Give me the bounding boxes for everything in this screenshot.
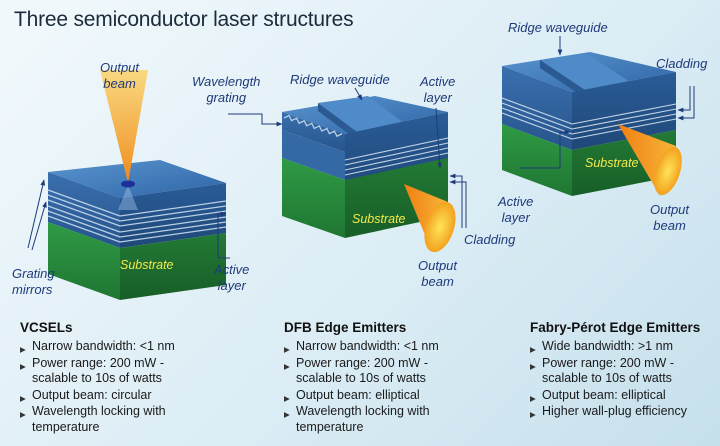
dfb-cladding-arrow-2 [449, 179, 467, 228]
fp-cladding-arrow-2 [677, 86, 695, 121]
dfb-heading: DFB Edge Emitters [284, 320, 407, 335]
fp-active-arrow [520, 129, 571, 169]
vcsel-active-layer-label: Active layer [214, 262, 250, 293]
page-title: Three semiconductor laser structures [14, 8, 354, 31]
dfb-substrate-label: Substrate [352, 212, 406, 226]
vcsel-heading: VCSELs [20, 320, 73, 335]
fp-side-face [572, 72, 676, 150]
vcsel-grating-mirrors-label: Grating mirrors [12, 266, 55, 297]
vcsel-output-beam [100, 70, 148, 183]
dfb-active-layer-label: Active layer [420, 74, 456, 105]
vcsel-top-face [48, 160, 226, 198]
fp-front-face [502, 66, 572, 150]
vcsel-substrate-front [48, 222, 120, 300]
vcsel-spec-column: VCSELs Narrow bandwidth: <1 nm Power ran… [20, 320, 175, 436]
dfb-ridge-waveguide-label: Ridge waveguide [290, 72, 390, 87]
dfb-front-upper [282, 112, 345, 152]
list-item: Higher wall-plug efficiency [530, 404, 700, 422]
fp-beam-end [654, 146, 682, 196]
list-item: Output beam: elliptical [284, 388, 439, 406]
dfb-grating-arrow [228, 113, 283, 127]
list-item: Narrow bandwidth: <1 nm [284, 339, 439, 357]
dfb-substrate-front [282, 158, 345, 238]
dfb-active-arrow [435, 107, 443, 169]
dfb-block [281, 96, 456, 253]
fp-cladding-arrow-1 [677, 86, 691, 113]
fp-substrate-label: Substrate [585, 156, 639, 170]
list-item: Output beam: elliptical [530, 388, 700, 406]
vcsel-beam-glow [118, 185, 138, 210]
dfb-wavelength-grating-label: Wavelength grating [192, 74, 261, 105]
dfb-cladding-arrow-1 [449, 173, 463, 228]
fp-block [501, 52, 682, 196]
dfb-ridge-arrow [354, 87, 363, 101]
dfb-wavelength-grating [283, 114, 343, 138]
dfb-spec-list: Narrow bandwidth: <1 nm Power range: 200… [284, 339, 439, 435]
vcsel-mirror-arrow-2 [31, 201, 47, 251]
vcsel-side-layers [120, 183, 226, 248]
vcsel-aperture [121, 180, 135, 188]
vcsel-active-arrow [217, 211, 230, 259]
fp-spec-list: Wide bandwidth: >1 nm Power range: 200 m… [530, 339, 700, 422]
vcsel-output-beam-label: Output beam [100, 60, 140, 91]
fp-heading: Fabry-Pérot Edge Emitters [530, 320, 701, 335]
fp-active-layer-label: Active layer [498, 194, 534, 225]
fp-ridge-waveguide-label: Ridge waveguide [508, 20, 608, 35]
list-item: Output beam: circular [20, 388, 175, 406]
vcsel-mirror-arrow-1 [27, 179, 46, 249]
list-item: Power range: 200 mW - scalable to 10s of… [530, 356, 700, 387]
list-item: Narrow bandwidth: <1 nm [20, 339, 175, 357]
fp-substrate-front [502, 124, 572, 196]
list-item: Wavelength locking with temperature [20, 404, 175, 435]
vcsel-front-layers [48, 172, 120, 248]
list-item: Wide bandwidth: >1 nm [530, 339, 700, 357]
dfb-front-mid [282, 130, 345, 180]
fp-output-beam-label: Output beam [650, 202, 690, 233]
dfb-cladding-label: Cladding [464, 232, 516, 247]
list-item: Power range: 200 mW - scalable to 10s of… [20, 356, 175, 387]
dfb-output-beam-label: Output beam [418, 258, 458, 289]
vcsel-mirror-stripes [47, 189, 227, 243]
list-item: Power range: 200 mW - scalable to 10s of… [284, 356, 439, 387]
vcsel-spec-list: Narrow bandwidth: <1 nm Power range: 200… [20, 339, 175, 435]
vcsel-substrate-side [120, 233, 226, 300]
list-item: Wavelength locking with temperature [284, 404, 439, 435]
vcsel-substrate-label: Substrate [120, 258, 174, 272]
dfb-spec-column: DFB Edge Emitters Narrow bandwidth: <1 n… [284, 320, 439, 436]
dfb-beam-end [424, 201, 456, 253]
fp-cladding-label: Cladding [656, 56, 708, 71]
vcsel-block [47, 70, 227, 300]
fp-spec-column: Fabry-Pérot Edge Emitters Wide bandwidth… [530, 320, 701, 422]
